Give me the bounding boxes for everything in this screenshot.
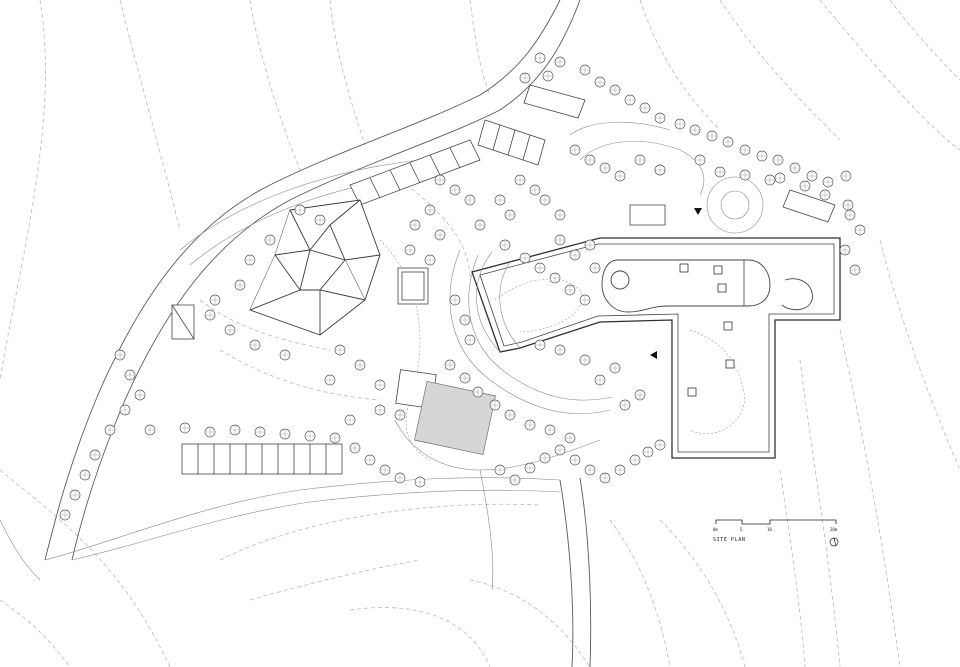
- scale-tick-20: 20m: [830, 527, 838, 532]
- hatched-pavilion: [394, 380, 601, 471]
- north-arrow-icon: [829, 537, 839, 547]
- access-road: [0, 0, 592, 667]
- cabins-upper: [349, 119, 546, 206]
- small-structures: [171, 84, 836, 409]
- drop-off-circle: [706, 176, 764, 234]
- entry-markers: [650, 208, 702, 359]
- cabins-lower: [181, 443, 343, 475]
- main-building: [471, 237, 841, 459]
- scale-tick-10: 10: [767, 527, 772, 532]
- scale-tick-0: 0m: [713, 527, 718, 532]
- faceted-roof-lodge: [249, 199, 381, 336]
- scale-tick-5: 5: [740, 527, 743, 532]
- entry-arrow-icon: [650, 351, 657, 359]
- entry-arrow-icon: [694, 208, 702, 215]
- drawing-title: SITE PLAN: [713, 537, 746, 543]
- scale-bar: 0m 5 10 20m: [713, 519, 838, 532]
- trees: [59, 52, 866, 521]
